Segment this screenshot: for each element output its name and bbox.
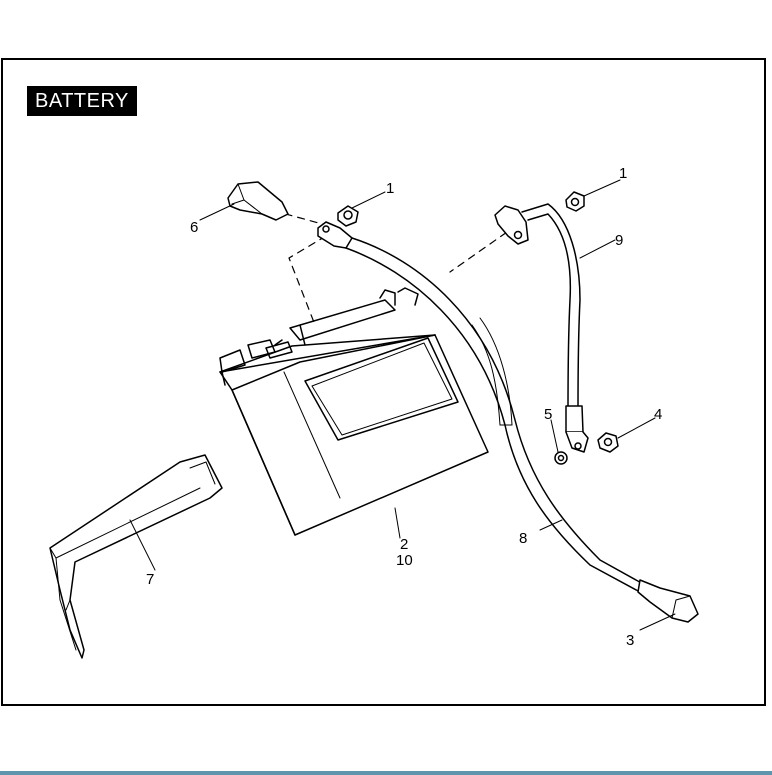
battery-part <box>219 287 489 536</box>
positive-cable-part <box>317 221 699 623</box>
bolt-part-4 <box>597 432 619 453</box>
callout-4: 4 <box>654 406 662 423</box>
callout-2: 2 <box>400 536 408 553</box>
callout-9: 9 <box>615 232 623 249</box>
negative-cable-part <box>494 203 589 453</box>
callout-3: 3 <box>626 632 634 649</box>
bolt-part-left <box>337 205 359 227</box>
callout-1-left: 1 <box>386 180 394 197</box>
callout-5: 5 <box>544 406 552 423</box>
strap-part <box>49 454 223 659</box>
terminal-cover-part <box>227 181 289 221</box>
callout-8: 8 <box>519 530 527 547</box>
callout-labels: 1 1 9 6 5 4 2 10 8 7 3 <box>146 165 662 649</box>
bottom-bar <box>0 771 772 775</box>
callout-10: 10 <box>396 552 413 569</box>
diagram-title: BATTERY <box>27 86 137 116</box>
callout-1-right: 1 <box>619 165 627 182</box>
callout-7: 7 <box>146 571 154 588</box>
bolt-part-right <box>565 191 585 212</box>
callout-6: 6 <box>190 219 198 236</box>
diagram-frame <box>1 58 766 706</box>
washer-part <box>554 451 568 465</box>
